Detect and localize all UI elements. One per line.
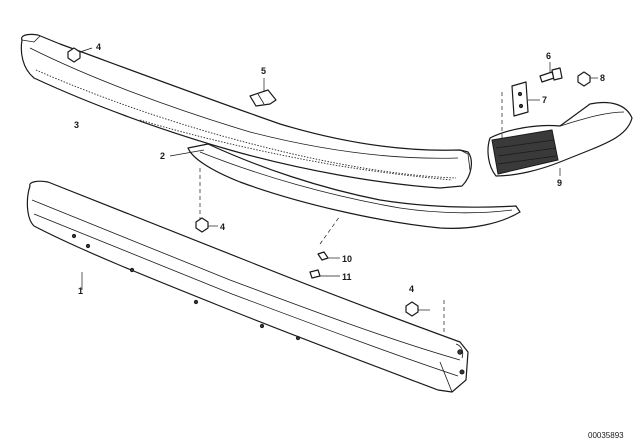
callout-11: 11	[342, 272, 352, 282]
corner-cover-part-9	[487, 101, 633, 177]
callout-5: 5	[261, 66, 266, 76]
bumper-carrier-part-1	[26, 180, 469, 393]
nut-part-4-right	[405, 301, 419, 317]
leader-lines	[79, 47, 598, 334]
callout-3: 3	[74, 120, 79, 130]
callout-6: 6	[546, 51, 551, 61]
callout-2: 2	[160, 151, 165, 161]
trim-strip-part-2	[187, 143, 521, 229]
clip-part-5	[249, 89, 277, 107]
callout-4-top: 4	[96, 42, 101, 52]
diagram-code: 00035893	[588, 431, 624, 440]
callout-4-right: 4	[409, 284, 414, 294]
callout-4-middle: 4	[220, 222, 225, 232]
nut-part-4-middle	[195, 217, 209, 233]
callout-1: 1	[78, 286, 83, 296]
callout-8: 8	[600, 73, 605, 83]
bumper-cover-part-3	[20, 33, 472, 189]
bolt-part-6	[539, 67, 563, 83]
washer-part-10	[317, 251, 329, 261]
callout-9: 9	[557, 178, 562, 188]
bracket-part-7	[511, 81, 529, 117]
nut-part-4-top	[67, 47, 81, 63]
screw-part-11	[309, 269, 321, 279]
callout-10: 10	[342, 254, 352, 264]
nut-part-8	[577, 71, 591, 87]
callout-7: 7	[542, 95, 547, 105]
